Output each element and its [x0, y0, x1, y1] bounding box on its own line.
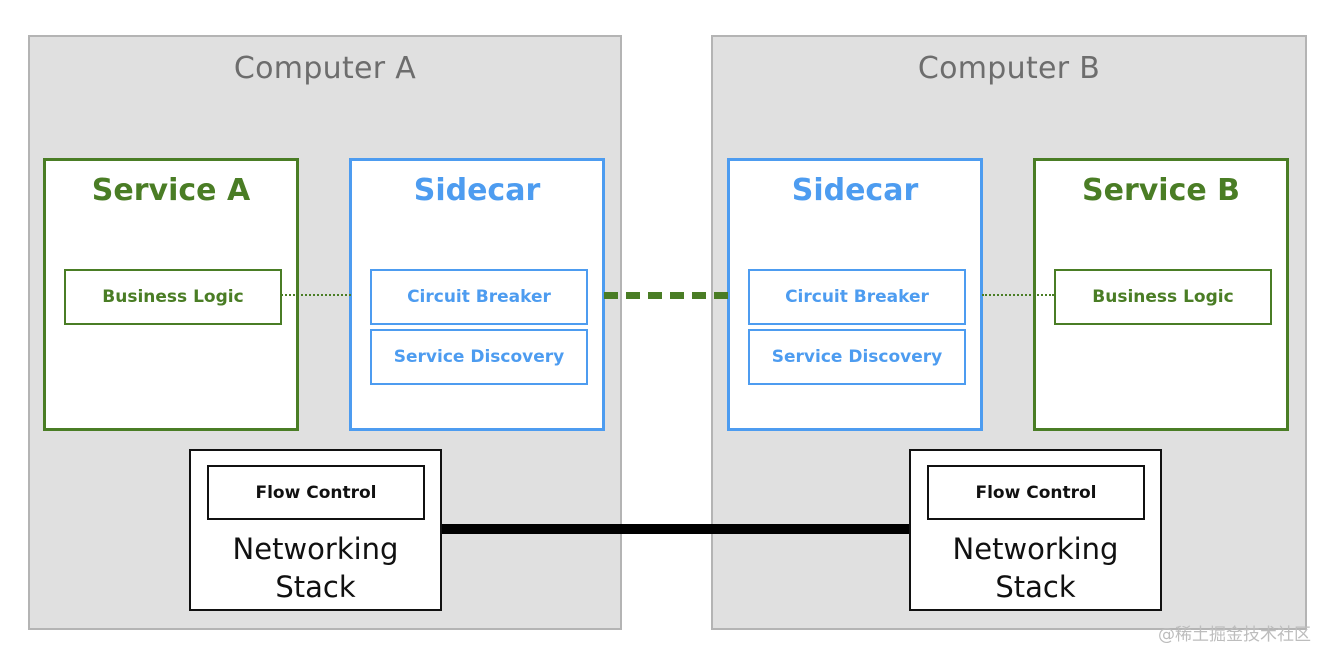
sidecar-a-service-discovery: Service Discovery — [370, 329, 588, 385]
networking-stack-b: Flow Control Networking Stack — [909, 449, 1162, 611]
flow-control-a: Flow Control — [207, 465, 425, 520]
service-a-box: Service A Business Logic — [43, 158, 299, 431]
sidecar-b-to-service-b-connector — [982, 294, 1054, 296]
service-b-title: Service B — [1081, 173, 1241, 208]
sidecar-b-title: Sidecar — [791, 173, 919, 208]
service-a-title: Service A — [91, 173, 251, 208]
flow-control-b: Flow Control — [927, 465, 1145, 520]
computer-a-title: Computer A — [233, 51, 417, 86]
watermark-text: @稀土掘金技术社区 — [1158, 625, 1311, 645]
networking-stack-b-line1: Networking — [952, 532, 1119, 566]
service-b-box: Service B Business Logic — [1033, 158, 1289, 431]
service-a-business-logic: Business Logic — [64, 269, 282, 325]
network-link-line — [441, 524, 911, 534]
sidecar-b-service-discovery: Service Discovery — [748, 329, 966, 385]
sidecar-b-circuit-breaker: Circuit Breaker — [748, 269, 966, 325]
networking-stack-b-label: Networking Stack — [911, 530, 1160, 606]
sidecar-to-sidecar-connector — [604, 292, 728, 299]
sidecar-a-title: Sidecar — [413, 173, 541, 208]
sidecar-a-circuit-breaker: Circuit Breaker — [370, 269, 588, 325]
networking-stack-a-label: Networking Stack — [191, 530, 440, 606]
networking-stack-b-line2: Stack — [995, 570, 1076, 604]
networking-stack-a-line2: Stack — [275, 570, 356, 604]
networking-stack-a-line1: Networking — [232, 532, 399, 566]
computer-b-title: Computer B — [917, 51, 1101, 86]
sidecar-b-box: Sidecar Circuit Breaker Service Discover… — [727, 158, 983, 431]
networking-stack-a: Flow Control Networking Stack — [189, 449, 442, 611]
sidecar-a-box: Sidecar Circuit Breaker Service Discover… — [349, 158, 605, 431]
service-a-to-sidecar-a-connector — [281, 294, 351, 296]
service-b-business-logic: Business Logic — [1054, 269, 1272, 325]
